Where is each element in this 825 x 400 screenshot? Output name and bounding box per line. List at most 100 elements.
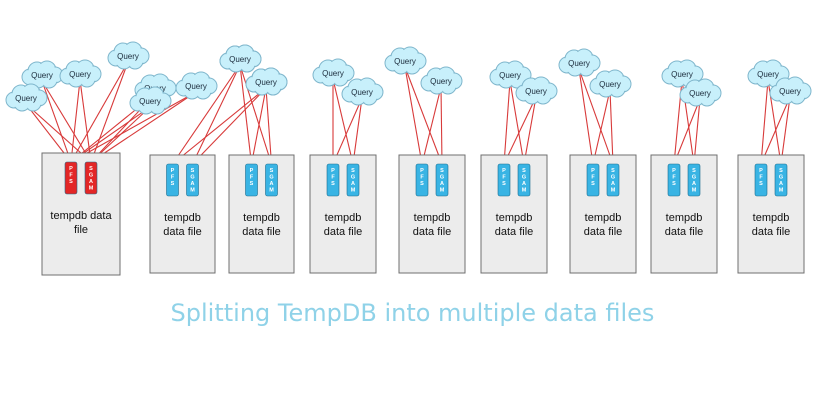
page-letter: M [779,188,784,194]
pfs-page: PFS [326,163,340,197]
connection-line [440,86,443,165]
connection-line [421,86,442,165]
pfs-page: PFS [245,163,258,197]
query-cloud: Query [747,59,790,88]
query-label: Query [229,55,251,64]
page-letter: M [190,188,195,194]
page-letter: S [502,181,506,187]
query-label: Query [568,59,590,68]
page-letter: G [779,175,783,181]
page-letter: P [250,168,254,174]
file-label: data file [242,226,281,238]
connection-line [192,87,267,165]
file-label: tempdb [164,212,201,224]
page-letter: P [502,168,506,174]
query-label: Query [15,94,37,103]
connection-line [404,66,423,165]
connection-lines [25,61,791,165]
page-letter: A [440,181,444,187]
page-letter: G [351,175,355,181]
connection-line [509,80,525,165]
page-letter: M [440,188,445,194]
page-letter: A [89,179,93,185]
connection-line [41,80,72,163]
page-letter: A [692,181,696,187]
page-letter: M [89,186,94,192]
page-letter: S [591,181,595,187]
page-letter: S [779,168,783,174]
connection-line [265,87,273,165]
page-letter: M [351,188,356,194]
query-cloud: Query [341,77,384,106]
connection-line [90,61,129,163]
query-label: Query [430,77,452,86]
query-cloud: Query [5,83,48,112]
pfs-page: PFS [166,163,179,197]
page-letter: S [250,181,254,187]
page-letter: S [351,168,355,174]
connection-line [780,96,791,165]
file-label: tempdb [585,212,622,224]
connection-line [592,89,611,165]
query-cloud: Query [384,46,427,75]
query-label: Query [499,71,521,80]
pfs-page: PFS [497,163,511,197]
page-letter: F [420,175,424,181]
connection-line [70,91,197,163]
connection-line [25,103,72,163]
connection-line [673,98,701,165]
file-label: data file [752,226,791,238]
page-letter: M [269,188,274,194]
page-letter: F [171,175,175,181]
file-label: tempdb data [50,210,112,222]
page-letter: G [190,175,194,181]
page-letter: P [420,168,424,174]
file-label: tempdb [414,212,451,224]
caption: Splitting TempDB into multiple data file… [170,299,655,327]
query-label: Query [139,97,161,106]
page-letter: A [522,181,526,187]
query-label: Query [31,71,53,80]
query-cloud: Query [245,67,288,96]
page-letter: S [759,181,763,187]
page-letter: S [672,181,676,187]
page-letter: F [331,175,335,181]
query-label: Query [671,70,693,79]
query-cloud: Query [59,59,102,88]
query-label: Query [689,89,711,98]
query-cloud: Query [515,76,558,105]
connection-line [25,103,92,163]
connection-line [332,78,354,165]
page-letter: A [191,181,195,187]
query-cloud: Query [420,66,463,95]
connection-line [172,87,267,165]
query-cloud: Query [312,58,355,87]
connection-line [578,68,614,165]
query-label: Query [599,80,621,89]
connection-line [693,98,701,165]
file-label: tempdb [496,212,533,224]
page-letter: S [522,168,526,174]
page-letter: G [522,175,526,181]
file-label: file [74,224,88,236]
connection-line [523,96,537,165]
connection-line [79,79,92,163]
page-letter: S [440,168,444,174]
query-cloud: Query [769,76,812,105]
connection-line [41,80,92,163]
query-cloud: Query [661,59,704,88]
page-letter: G [692,175,696,181]
connection-line [503,80,511,165]
